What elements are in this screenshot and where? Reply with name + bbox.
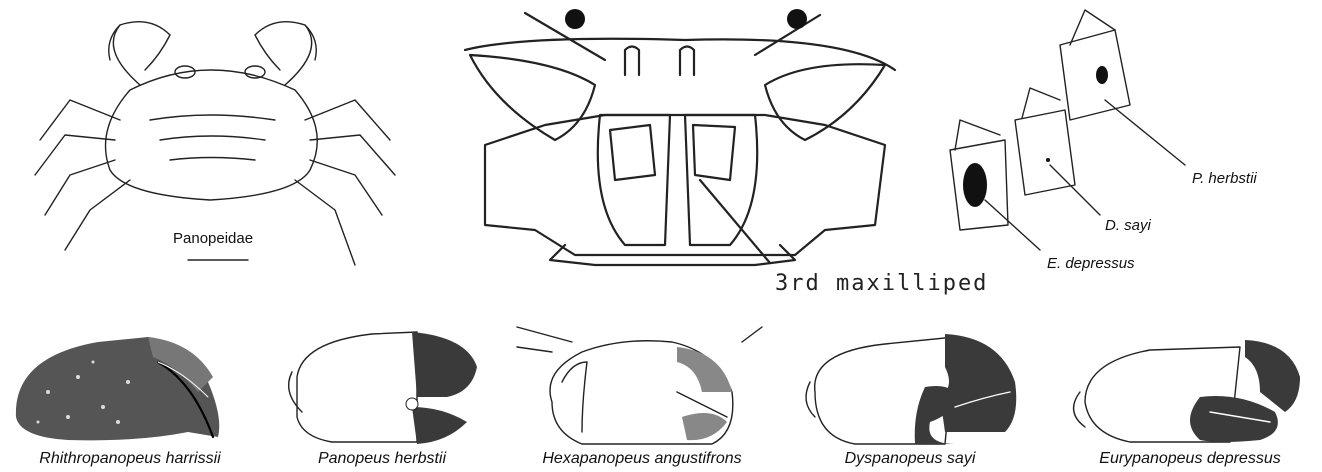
claw-dark-fingers-icon — [272, 322, 492, 452]
claw-light-icon — [512, 322, 772, 452]
claw-3 — [512, 322, 772, 452]
claw-caption-5: Eurypanopeus depressus — [1060, 450, 1320, 468]
mouthparts-illustration: 3rd maxilliped — [425, 5, 895, 295]
claw-caption-2: Panopeus herbstii — [272, 450, 492, 468]
maxilliped-comparison: P. herbstii D. sayi E. depressus — [930, 0, 1310, 290]
maxilliped-drawing — [930, 0, 1310, 290]
claw-dark-hand-icon — [795, 322, 1025, 452]
label-d-sayi: D. sayi — [1105, 217, 1151, 234]
claw-2 — [272, 322, 492, 452]
claw-caption-4: Dyspanopeus sayi — [790, 450, 1030, 468]
claw-speckled-icon — [8, 322, 258, 452]
crab-illustration: Panopeidae — [10, 10, 415, 280]
mouthparts-drawing — [425, 5, 895, 295]
claw-4 — [795, 322, 1025, 452]
label-p-herbstii: P. herbstii — [1192, 170, 1257, 187]
claw-caption-1: Rhithropanopeus harrissii — [0, 450, 260, 468]
claw-5 — [1060, 322, 1310, 452]
crab-label: Panopeidae — [173, 230, 253, 247]
claw-1 — [8, 322, 258, 452]
label-e-depressus: E. depressus — [1047, 255, 1135, 272]
claw-caption-3: Hexapanopeus angustifrons — [512, 450, 772, 468]
claw-dark-fingers-open-icon — [1060, 322, 1310, 452]
